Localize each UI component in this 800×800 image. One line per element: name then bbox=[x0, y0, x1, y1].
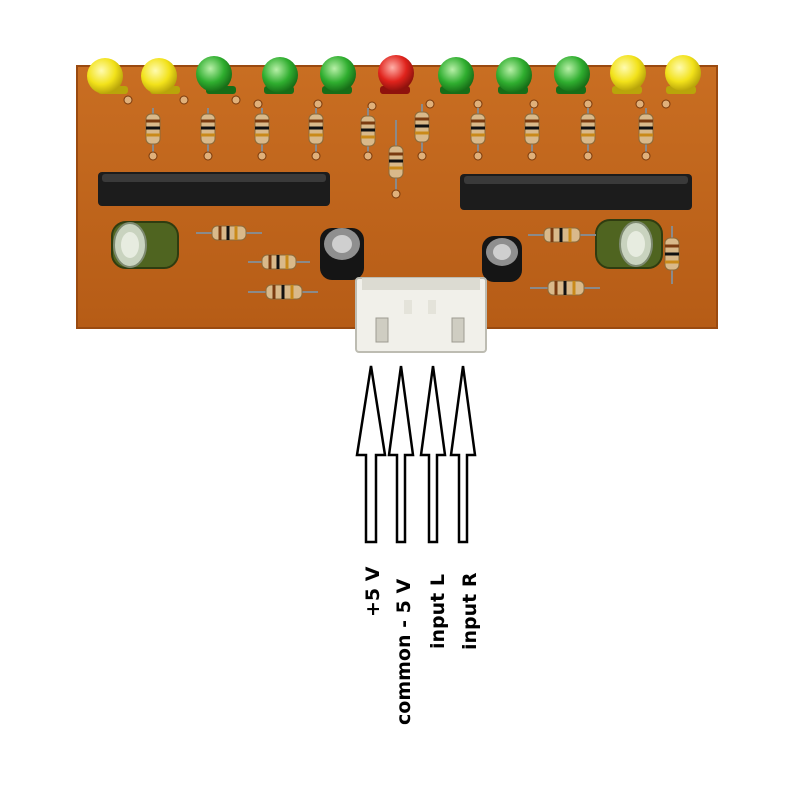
pin-label-common: common - 5 V bbox=[393, 578, 415, 725]
resistor-vertical-right bbox=[664, 226, 680, 284]
led-row bbox=[87, 55, 701, 94]
led-green-5 bbox=[496, 57, 532, 94]
arrow-plus-5v bbox=[355, 365, 387, 544]
connector bbox=[355, 277, 487, 353]
pin-label-plus-5v: +5 V bbox=[362, 566, 384, 617]
pin-arrows bbox=[355, 365, 477, 544]
led-yellow-3 bbox=[610, 55, 646, 94]
led-green-6 bbox=[554, 56, 590, 94]
led-green-1 bbox=[196, 56, 236, 94]
capacitor-right bbox=[595, 219, 663, 269]
arrow-input-r bbox=[449, 365, 477, 544]
ic-left bbox=[98, 172, 330, 206]
led-green-2 bbox=[262, 57, 298, 94]
horizontal-resistors bbox=[196, 225, 680, 300]
led-green-3 bbox=[320, 56, 356, 94]
small-capacitor-right bbox=[482, 236, 522, 282]
arrow-common bbox=[387, 365, 415, 544]
led-yellow-4 bbox=[665, 55, 701, 94]
led-yellow-1 bbox=[87, 58, 128, 94]
ic-right bbox=[460, 174, 692, 210]
led-yellow-2 bbox=[141, 58, 180, 94]
small-capacitor-left bbox=[320, 228, 364, 280]
pin-label-input-r: input R bbox=[459, 572, 481, 651]
resistor-row bbox=[145, 104, 654, 199]
led-green-4 bbox=[438, 57, 474, 94]
led-red bbox=[378, 55, 414, 94]
pin-label-input-l: input L bbox=[427, 574, 449, 649]
arrow-input-l bbox=[419, 365, 447, 544]
capacitor-left bbox=[111, 221, 179, 269]
